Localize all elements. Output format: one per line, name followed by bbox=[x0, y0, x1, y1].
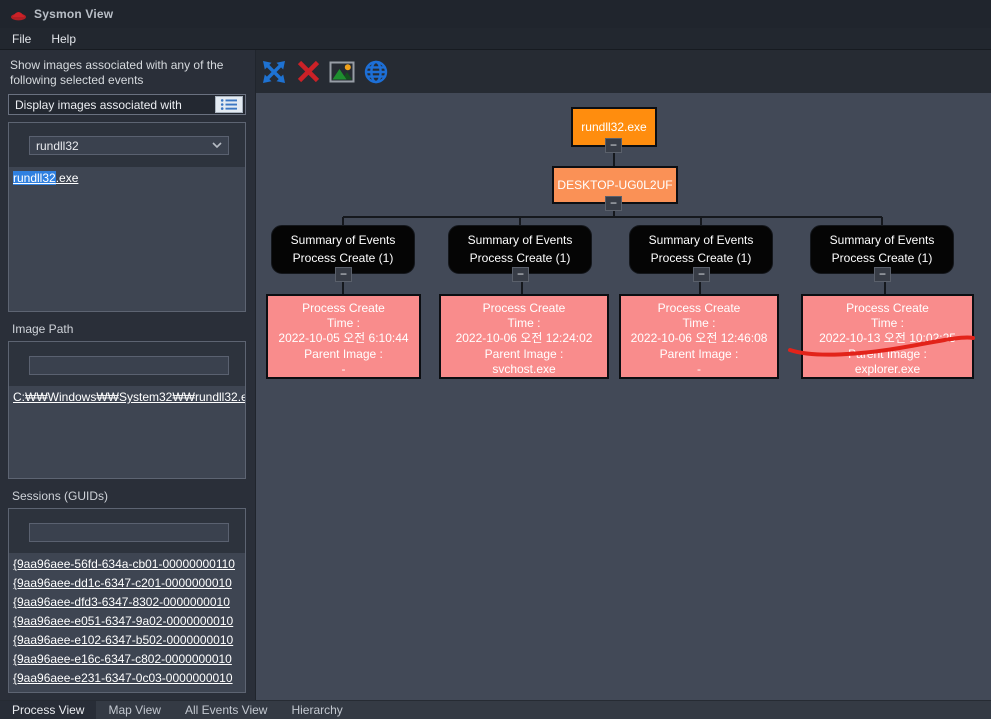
event-time: 2022-10-06 오전 12:46:08 bbox=[630, 331, 768, 346]
tab-hierarchy[interactable]: Hierarchy bbox=[291, 703, 343, 717]
event-time-label: Time : bbox=[327, 316, 360, 331]
event-title: Process Create bbox=[657, 301, 741, 315]
event-parent: svchost.exe bbox=[492, 361, 556, 376]
collapse-button[interactable]: − bbox=[605, 138, 622, 153]
selected-text: rundll32 bbox=[13, 171, 56, 185]
image-path-label: Image Path bbox=[12, 322, 74, 336]
event-title: Process Create bbox=[482, 301, 566, 315]
view-tab-bar: Process View Map View All Events View Hi… bbox=[0, 700, 991, 719]
collapse-button[interactable]: − bbox=[874, 267, 891, 282]
title-bar: Sysmon View bbox=[0, 0, 991, 28]
tab-all-events-view[interactable]: All Events View bbox=[184, 703, 268, 717]
collapse-button[interactable]: − bbox=[605, 196, 622, 211]
expand-arrows-icon[interactable] bbox=[260, 58, 288, 86]
sessions-groupbox: {9aa96aee-56fd-634a-cb01-00000000110 {9a… bbox=[8, 508, 246, 693]
display-images-label: Display images associated with bbox=[15, 97, 182, 112]
tab-process-view[interactable]: Process View bbox=[0, 701, 97, 719]
app-logo-icon bbox=[11, 11, 26, 20]
image-path-groupbox: C:₩₩Windows₩₩System32₩₩rundll32.exe bbox=[8, 341, 246, 479]
main-area: rundll32.exe − DESKTOP-UG0L2UF − Summary… bbox=[256, 50, 991, 700]
menu-bar: File Help bbox=[0, 28, 991, 50]
list-icon bbox=[220, 99, 237, 110]
event-parent: - bbox=[341, 361, 346, 376]
display-images-header: Display images associated with bbox=[8, 94, 246, 115]
event-title: Process Create bbox=[846, 301, 929, 315]
sessions-list: {9aa96aee-56fd-634a-cb01-00000000110 {9a… bbox=[9, 553, 245, 692]
session-guid-link[interactable]: {9aa96aee-56fd-634a-cb01-00000000110 bbox=[13, 557, 235, 571]
event-node[interactable]: Process Create Time : 2022-10-05 오전 6:10… bbox=[266, 294, 421, 379]
globe-icon[interactable] bbox=[362, 58, 390, 86]
summary-detail: Process Create (1) bbox=[831, 251, 933, 265]
summary-title: Summary of Events bbox=[648, 233, 754, 247]
summary-title: Summary of Events bbox=[290, 233, 396, 247]
toolbar bbox=[256, 50, 991, 93]
collapse-button[interactable]: − bbox=[512, 267, 529, 282]
window-title: Sysmon View bbox=[34, 7, 114, 21]
event-time: 2022-10-06 오전 12:24:02 bbox=[455, 331, 593, 346]
event-time: 2022-10-05 오전 6:10:44 bbox=[278, 331, 409, 346]
session-guid-link[interactable]: {9aa96aee-dd1c-6347-c201-0000000010 bbox=[13, 576, 232, 590]
image-filter-value: rundll32 bbox=[36, 138, 79, 153]
images-groupbox: rundll32 rundll32.exe bbox=[8, 122, 246, 312]
collapse-button[interactable]: − bbox=[335, 267, 352, 282]
event-parent-label: Parent Image : bbox=[659, 346, 739, 361]
event-time-label: Time : bbox=[682, 316, 716, 331]
event-node[interactable]: Process Create Time : 2022-10-13 오전 10:0… bbox=[801, 294, 974, 379]
sessions-filter-input[interactable] bbox=[29, 523, 229, 542]
session-guid-link[interactable]: {9aa96aee-e16c-6347-c802-0000000010 bbox=[13, 652, 232, 666]
summary-title: Summary of Events bbox=[829, 233, 935, 247]
event-time-label: Time : bbox=[507, 316, 541, 331]
summary-detail: Process Create (1) bbox=[292, 251, 394, 265]
summary-node[interactable]: Summary of Events Process Create (1) bbox=[810, 225, 954, 274]
image-path-list: C:₩₩Windows₩₩System32₩₩rundll32.exe bbox=[9, 386, 245, 478]
tab-map-view[interactable]: Map View bbox=[108, 703, 161, 717]
summary-node[interactable]: Summary of Events Process Create (1) bbox=[448, 225, 592, 274]
menu-help[interactable]: Help bbox=[51, 31, 77, 46]
event-title: Process Create bbox=[302, 301, 385, 315]
process-tree-diagram: rundll32.exe − DESKTOP-UG0L2UF − Summary… bbox=[256, 93, 991, 700]
menu-file[interactable]: File bbox=[12, 31, 32, 46]
summary-detail: Process Create (1) bbox=[469, 251, 571, 265]
close-x-icon[interactable] bbox=[294, 58, 322, 86]
sidebar-intro-text: Show images associated with any of the f… bbox=[10, 58, 224, 87]
collapse-button[interactable]: − bbox=[693, 267, 710, 282]
session-guid-link[interactable]: {9aa96aee-dfd3-6347-8302-0000000010 bbox=[13, 595, 230, 609]
event-time: 2022-10-13 오전 10:02:25 bbox=[819, 331, 956, 346]
image-link-suffix: .exe bbox=[55, 171, 79, 185]
list-view-button[interactable] bbox=[215, 96, 243, 113]
event-node[interactable]: Process Create Time : 2022-10-06 오전 12:4… bbox=[619, 294, 779, 379]
event-parent: - bbox=[697, 361, 701, 376]
image-list: rundll32.exe bbox=[9, 167, 245, 311]
summary-detail: Process Create (1) bbox=[650, 251, 752, 265]
event-node[interactable]: Process Create Time : 2022-10-06 오전 12:2… bbox=[439, 294, 609, 379]
summary-node[interactable]: Summary of Events Process Create (1) bbox=[629, 225, 773, 274]
event-parent-label: Parent Image : bbox=[848, 346, 927, 361]
event-time-label: Time : bbox=[871, 316, 904, 331]
summary-title: Summary of Events bbox=[467, 233, 573, 247]
image-filter-dropdown[interactable]: rundll32 bbox=[29, 136, 229, 155]
session-guid-link[interactable]: {9aa96aee-e051-6347-9a02-0000000010 bbox=[13, 614, 234, 628]
sessions-label: Sessions (GUIDs) bbox=[12, 489, 109, 503]
event-parent: explorer.exe bbox=[854, 361, 921, 376]
image-path-link[interactable]: C:₩₩Windows₩₩System32₩₩rundll32.exe bbox=[13, 390, 245, 404]
session-guid-link[interactable]: {9aa96aee-e102-6347-b502-0000000010 bbox=[13, 633, 234, 647]
image-path-filter-input[interactable] bbox=[29, 356, 229, 375]
chevron-down-icon bbox=[212, 142, 222, 149]
sidebar: Show images associated with any of the f… bbox=[0, 50, 256, 700]
session-guid-link[interactable]: {9aa96aee-e231-6347-0c03-0000000010 bbox=[13, 671, 233, 685]
image-link-rundll32[interactable]: rundll32.exe bbox=[13, 169, 245, 188]
event-parent-label: Parent Image : bbox=[304, 346, 383, 361]
event-parent-label: Parent Image : bbox=[484, 346, 564, 361]
image-icon[interactable] bbox=[328, 58, 356, 86]
